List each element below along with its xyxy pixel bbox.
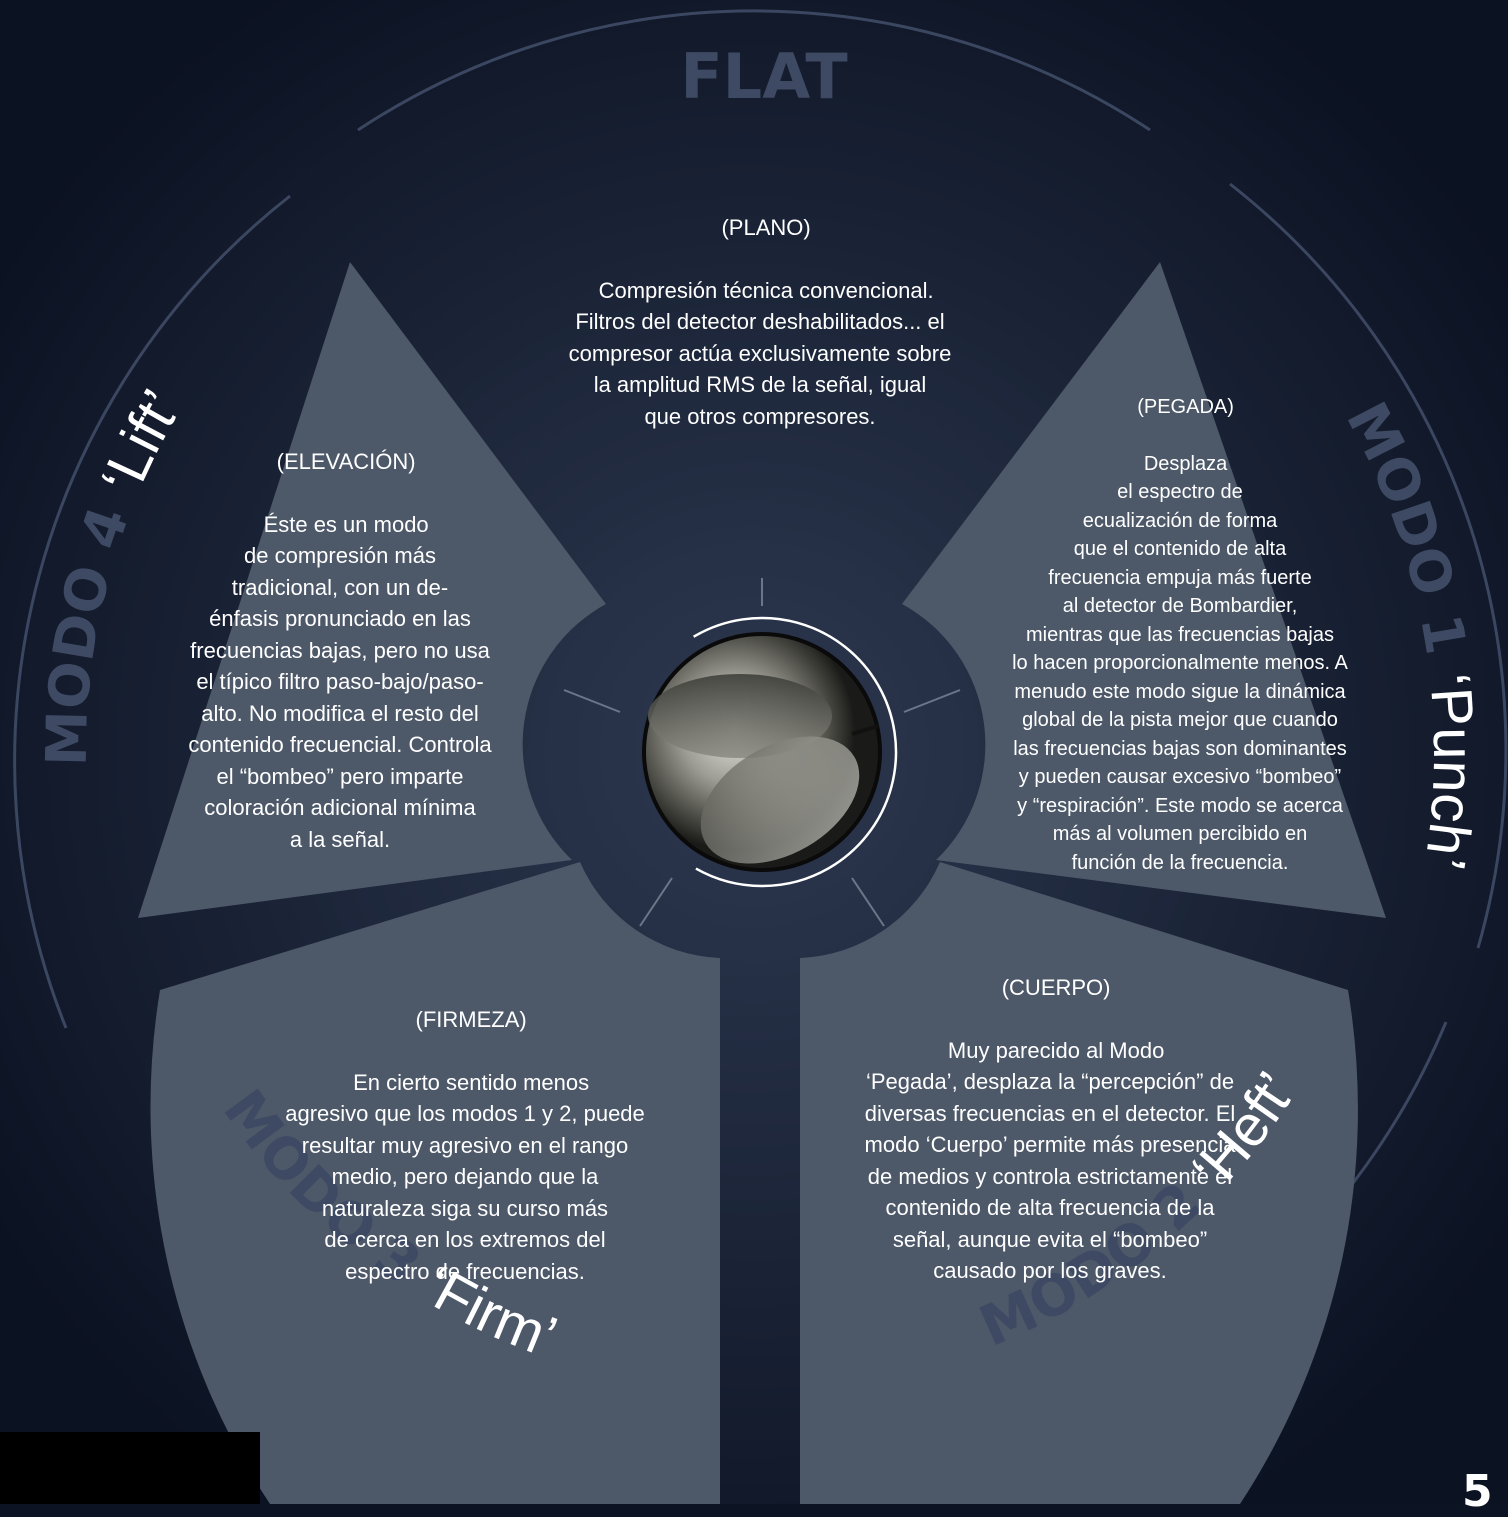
page-number: 5 <box>1462 1470 1493 1514</box>
flat-label: FLAT <box>680 40 847 113</box>
mode1-description: (PEGADA) Desplaza el espectro de ecualiz… <box>950 364 1410 877</box>
flat-subtitle: (PLANO) <box>721 215 810 240</box>
mode3-subtitle: (FIRMEZA) <box>416 1007 527 1032</box>
bottom-left-strip <box>0 1432 260 1504</box>
mode1-label-light: ‘Punch’ <box>1412 671 1487 874</box>
mode1-subtitle: (PEGADA) <box>1137 396 1234 418</box>
mode4-description: (ELEVACIÓN) Éste es un modo de compresió… <box>150 414 530 855</box>
mode3-text: En cierto sentido menos agresivo que los… <box>285 1070 645 1284</box>
mode2-subtitle: (CUERPO) <box>1002 975 1111 1000</box>
mode2-text: Muy parecido al Modo ‘Pegada’, desplaza … <box>865 1038 1236 1284</box>
mode1-text: Desplaza el espectro de ecualización de … <box>1012 453 1348 874</box>
flat-description: (PLANO) Compresión técnica convencional.… <box>520 180 1000 432</box>
mode3-description: (FIRMEZA) En cierto sentido menos agresi… <box>230 972 700 1287</box>
mode4-text: Éste es un modo de compresión más tradic… <box>188 512 491 852</box>
mode2-description: (CUERPO) Muy parecido al Modo ‘Pegada’, … <box>810 940 1290 1287</box>
mode4-subtitle: (ELEVACIÓN) <box>277 449 416 474</box>
flat-text: Compresión técnica convencional. Filtros… <box>569 278 952 429</box>
